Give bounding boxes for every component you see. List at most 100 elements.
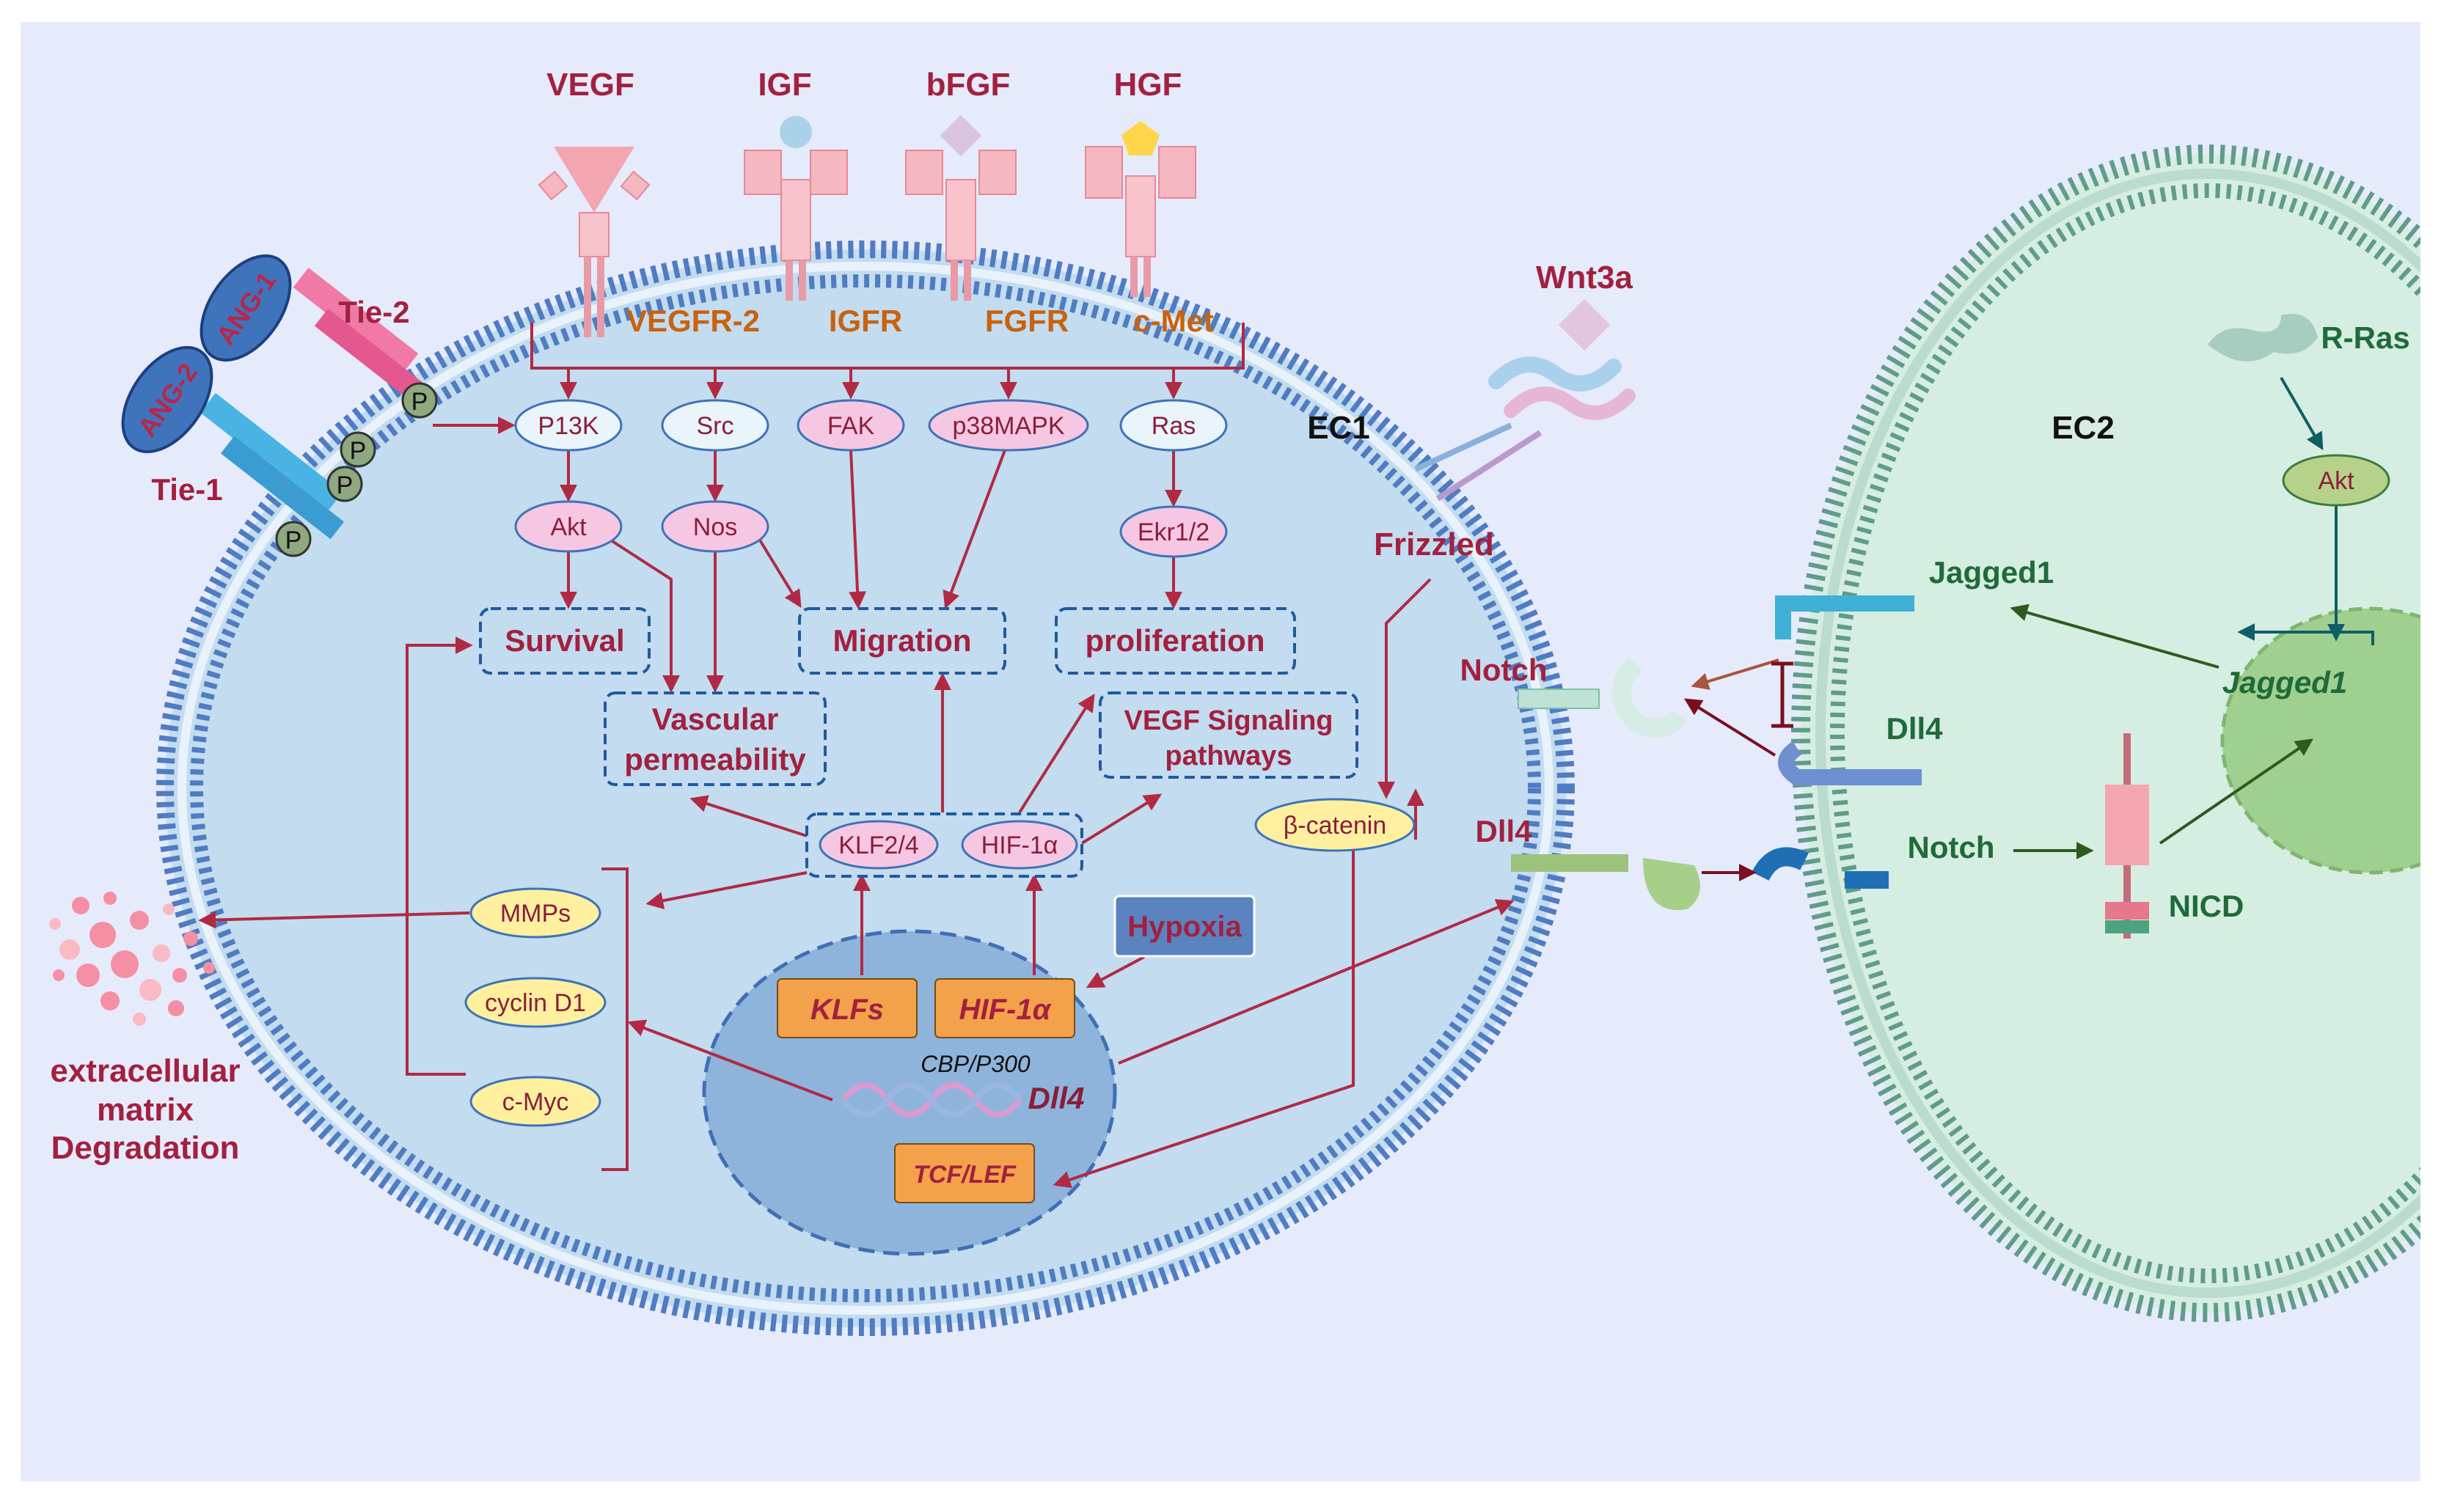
survival-label: Survival [505,623,624,658]
ecm-fragment-dot [49,918,61,930]
ec2-cell [1791,144,2420,1322]
arrow-dll4-to-notch [1683,698,1776,757]
tie1-receptor-shape [200,392,345,540]
survival-box [479,607,651,675]
ecm-fragment-dot [139,979,161,1001]
notch-ligand-shapes [1511,595,1922,911]
phospho-label: P [350,437,367,465]
dna-helix-icon [841,1082,1022,1118]
hypoxia-box [1113,895,1256,958]
cmet-label: c-Met [1133,304,1214,338]
arrow-klf-to-mmps [645,871,808,910]
mmps-label: MMPs [500,900,571,928]
ecm-fragment-dot [89,922,116,948]
klfs-box [777,978,918,1038]
phospho-label: P [337,471,354,499]
mmps-node [469,887,601,939]
fak-label: FAK [827,412,875,440]
beta-catenin-node [1254,798,1416,852]
cbp-p300-label: CBP/P300 [921,1051,1031,1077]
proliferation-label: proliferation [1085,623,1265,658]
bfgf-label: bFGF [926,67,1011,103]
vascular-permeability-line2: permeability [624,742,806,777]
nicd-shape [2105,733,2149,939]
ras-node [1119,399,1228,452]
tie2-label: Tie-2 [338,295,409,329]
tcf-lef-label: TCF/LEF [913,1161,1017,1189]
vegf-signaling-line1: VEGF Signaling [1124,705,1333,736]
arrow-mmps-to-ecm [198,911,470,929]
ecm-line1: extracellular [50,1053,240,1089]
vegf-signaling-line2: pathways [1165,741,1292,771]
pathway-edges [198,323,2374,1189]
igf-label: IGF [758,67,811,103]
ecm-dots [49,892,215,1026]
growth-factor-receptors [200,114,2318,939]
p38mapk-label: p38MAPK [952,412,1064,440]
ang2-ligand [121,345,213,454]
target-gene-bracket [601,867,629,1171]
ecm-fragment-dot [133,1013,146,1026]
phospho-label: P [411,388,428,416]
arrow-hif-to-vegf [1018,693,1095,814]
klfs-label: KLFs [810,994,884,1026]
arrow-hif-to-vegf-box [1080,793,1163,845]
fak-node [797,399,905,452]
tie1-label: Tie-1 [151,472,222,507]
ecm-fragment-dot [76,964,100,987]
pathway-nodes: P13K Src FAK p38MAPK Ras Akt Nos Ekr1/2 … [121,254,2390,1203]
arrow-akt-to-permeability [607,537,680,693]
nicd-label: NICD [2169,889,2244,923]
vascular-permeability-box [604,691,827,786]
phospho-label: P [285,526,302,554]
ecm-fragment-dot [203,962,215,974]
arrow-fak-to-migration [849,449,867,609]
phospho-icons: P P P P [275,382,438,557]
migration-box [798,607,1006,675]
ec1-notch-label: Notch [1460,653,1548,687]
arrow-klf-to-permeability [689,795,808,837]
jagged1-label: Jagged1 [1929,555,2054,590]
arrow-jagged-to-notch [1691,658,1779,690]
vascular-permeability-line1: Vascular [652,702,779,736]
c-myc-label: c-Myc [502,1088,569,1116]
fgfr-receptor-shape [905,114,1017,301]
arrow-nos-to-migration [758,537,802,609]
ecm-fragment-dot [153,944,170,962]
r-ras-shape [2208,314,2318,362]
ec2-notch-label: Notch [1908,830,1995,865]
ec2-label: EC2 [2052,410,2115,446]
akt-node [514,500,623,553]
arrow-dll4-gene-to-dll4 [1118,899,1515,1065]
ecm-fragment-dot [168,1000,184,1016]
arrow-p38-to-migration [943,449,1006,609]
ecm-line2: matrix [97,1092,194,1128]
arrow-rras-to-akt [2280,376,2324,451]
vegfr2-label: VEGFR-2 [626,304,760,338]
hif1a-gene-box [934,978,1075,1038]
arrow-to-jagged1-gene [2237,623,2374,645]
labels: VEGF IGF bFGF HGF Wnt3a VEGFR-2 IGFR FGF… [50,67,2409,1166]
tie2-receptor-shape [293,268,427,403]
arrow-catenin-to-tcf [1053,851,1355,1189]
beta-catenin-label: β-catenin [1284,812,1387,840]
vegfr2-receptor-shape [538,147,651,337]
ecm-line3: Degradation [51,1130,240,1166]
migration-label: Migration [833,623,972,658]
ecm-fragment-dot [53,969,65,981]
ecm-fragment-dot [130,911,149,930]
vegf-label: VEGF [546,67,634,103]
proliferation-box [1055,607,1296,675]
igfr-receptor-shape [744,116,848,301]
ec2-dll4-label: Dll4 [1886,711,1943,746]
receptor-bus-line [530,323,1245,370]
cyclin-d1-node [464,977,607,1028]
akt-label: Akt [550,513,587,541]
src-label: Src [697,412,734,440]
p13k-label: P13K [538,412,599,440]
frizzled-label: Frizzled [1374,526,1494,562]
arrow-cmyc-to-survival [406,636,473,1076]
jagged1-gene-label: Jagged1 [2222,665,2347,700]
ec2-akt-label: Akt [2318,467,2354,495]
